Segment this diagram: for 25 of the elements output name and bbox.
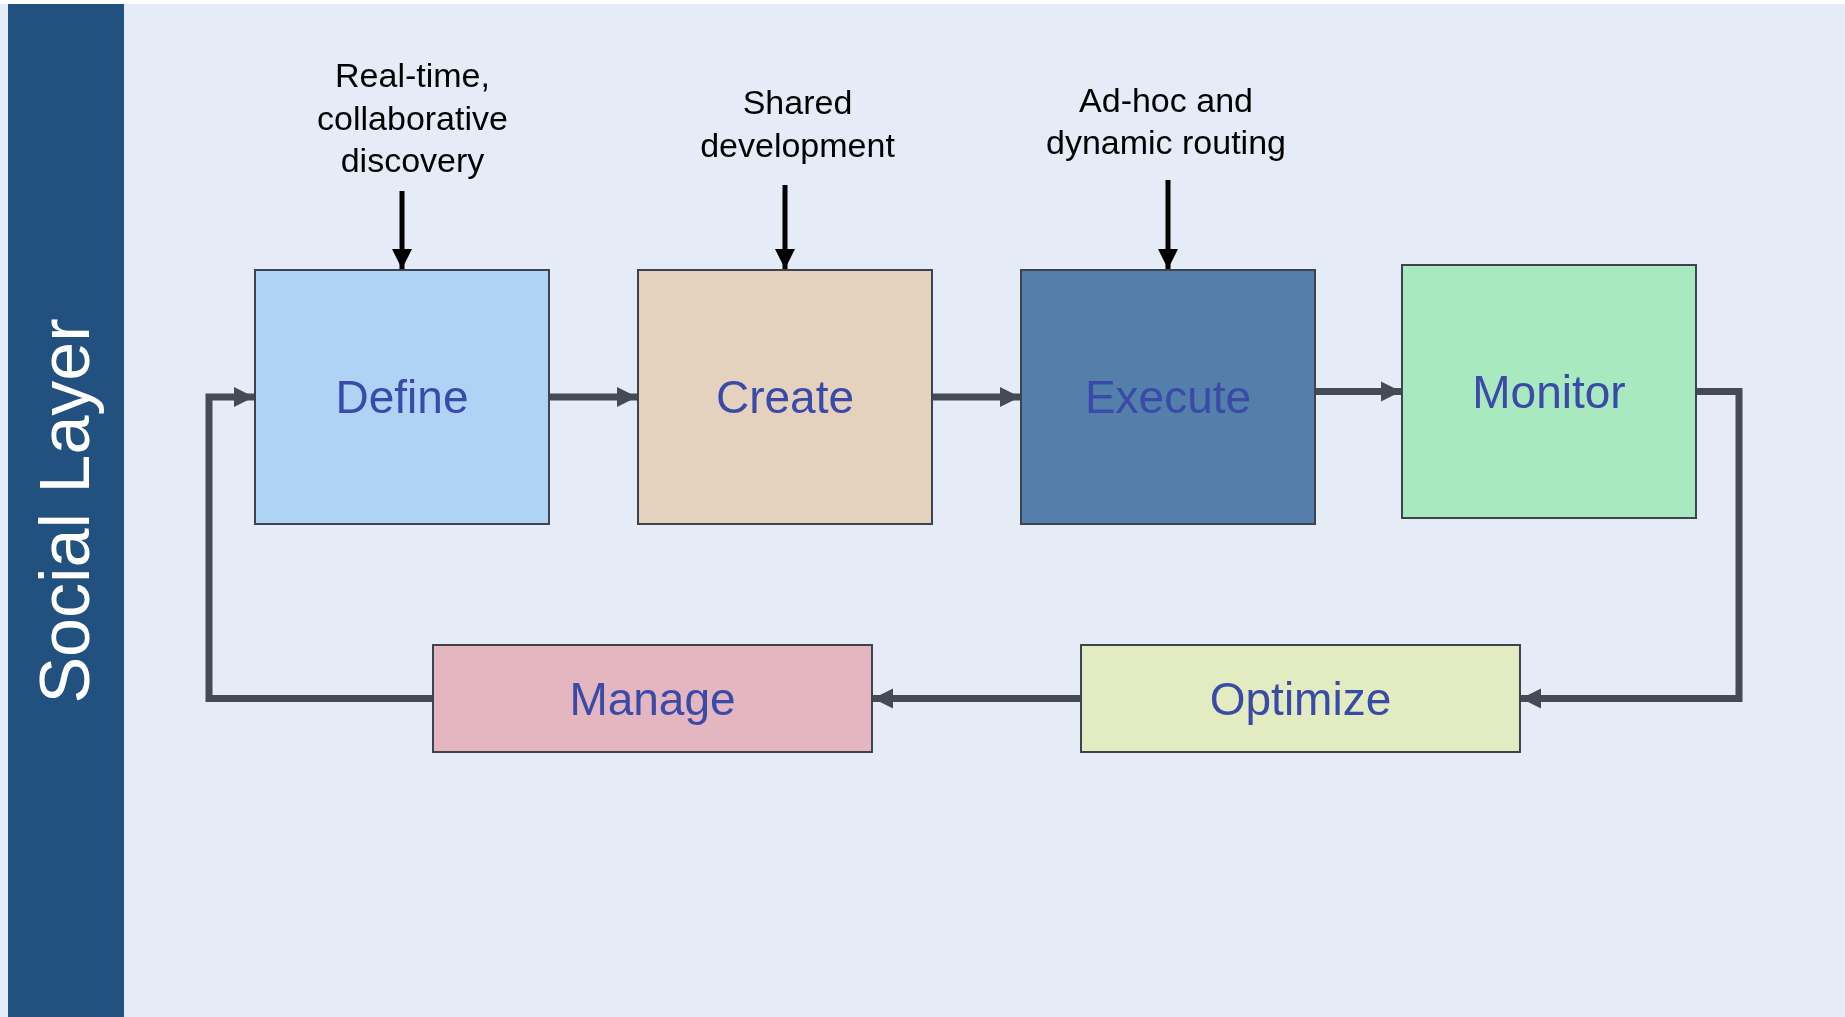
side-band xyxy=(8,4,124,1017)
vertical-title: Social Layer xyxy=(25,317,106,704)
arrow xyxy=(550,387,637,407)
arrow xyxy=(205,387,432,702)
annotation-text: Ad-hoc and dynamic routing xyxy=(1045,79,1287,163)
annotation-text: Real-time, collaborative discovery xyxy=(316,55,509,182)
arrow xyxy=(1158,180,1178,269)
process-box xyxy=(254,269,550,525)
arrow xyxy=(392,191,412,269)
box-label: Monitor xyxy=(1472,364,1626,419)
process-box xyxy=(432,644,873,753)
box-label: Create xyxy=(715,370,855,424)
process-box xyxy=(1020,269,1316,525)
arrow xyxy=(1521,388,1743,709)
arrow xyxy=(775,185,795,269)
arrow xyxy=(1316,381,1401,402)
process-box xyxy=(637,269,933,525)
process-box xyxy=(1401,264,1697,519)
annotation-text: Shared development xyxy=(699,82,896,166)
process-box xyxy=(1080,644,1521,753)
arrow xyxy=(873,688,1080,709)
box-label: Define xyxy=(335,370,469,424)
arrow xyxy=(933,387,1020,407)
box-label: Optimize xyxy=(1209,671,1392,726)
box-label: Manage xyxy=(569,671,736,726)
